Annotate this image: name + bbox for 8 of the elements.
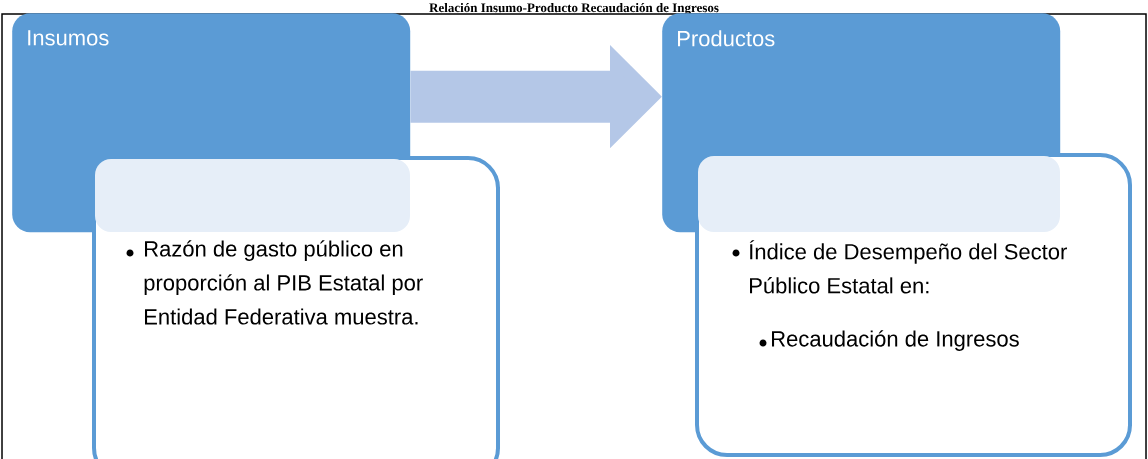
text-box [695, 153, 1132, 457]
text-box [92, 156, 500, 459]
node-text: Recaudación de Ingresos [772, 330, 1019, 351]
node-text: Razón de gasto público en proporción al PIB Estatal por Entidad Federativa muestra. [144, 240, 423, 325]
title: Relación Insumo-Producto Recaudación de Ingresos [429, 2, 719, 15]
node-text: Insumos [28, 30, 109, 46]
node-text: Índice de Desempeño del Sector Público Estatal en: [749, 240, 1067, 294]
node-text: Productos [678, 30, 775, 47]
